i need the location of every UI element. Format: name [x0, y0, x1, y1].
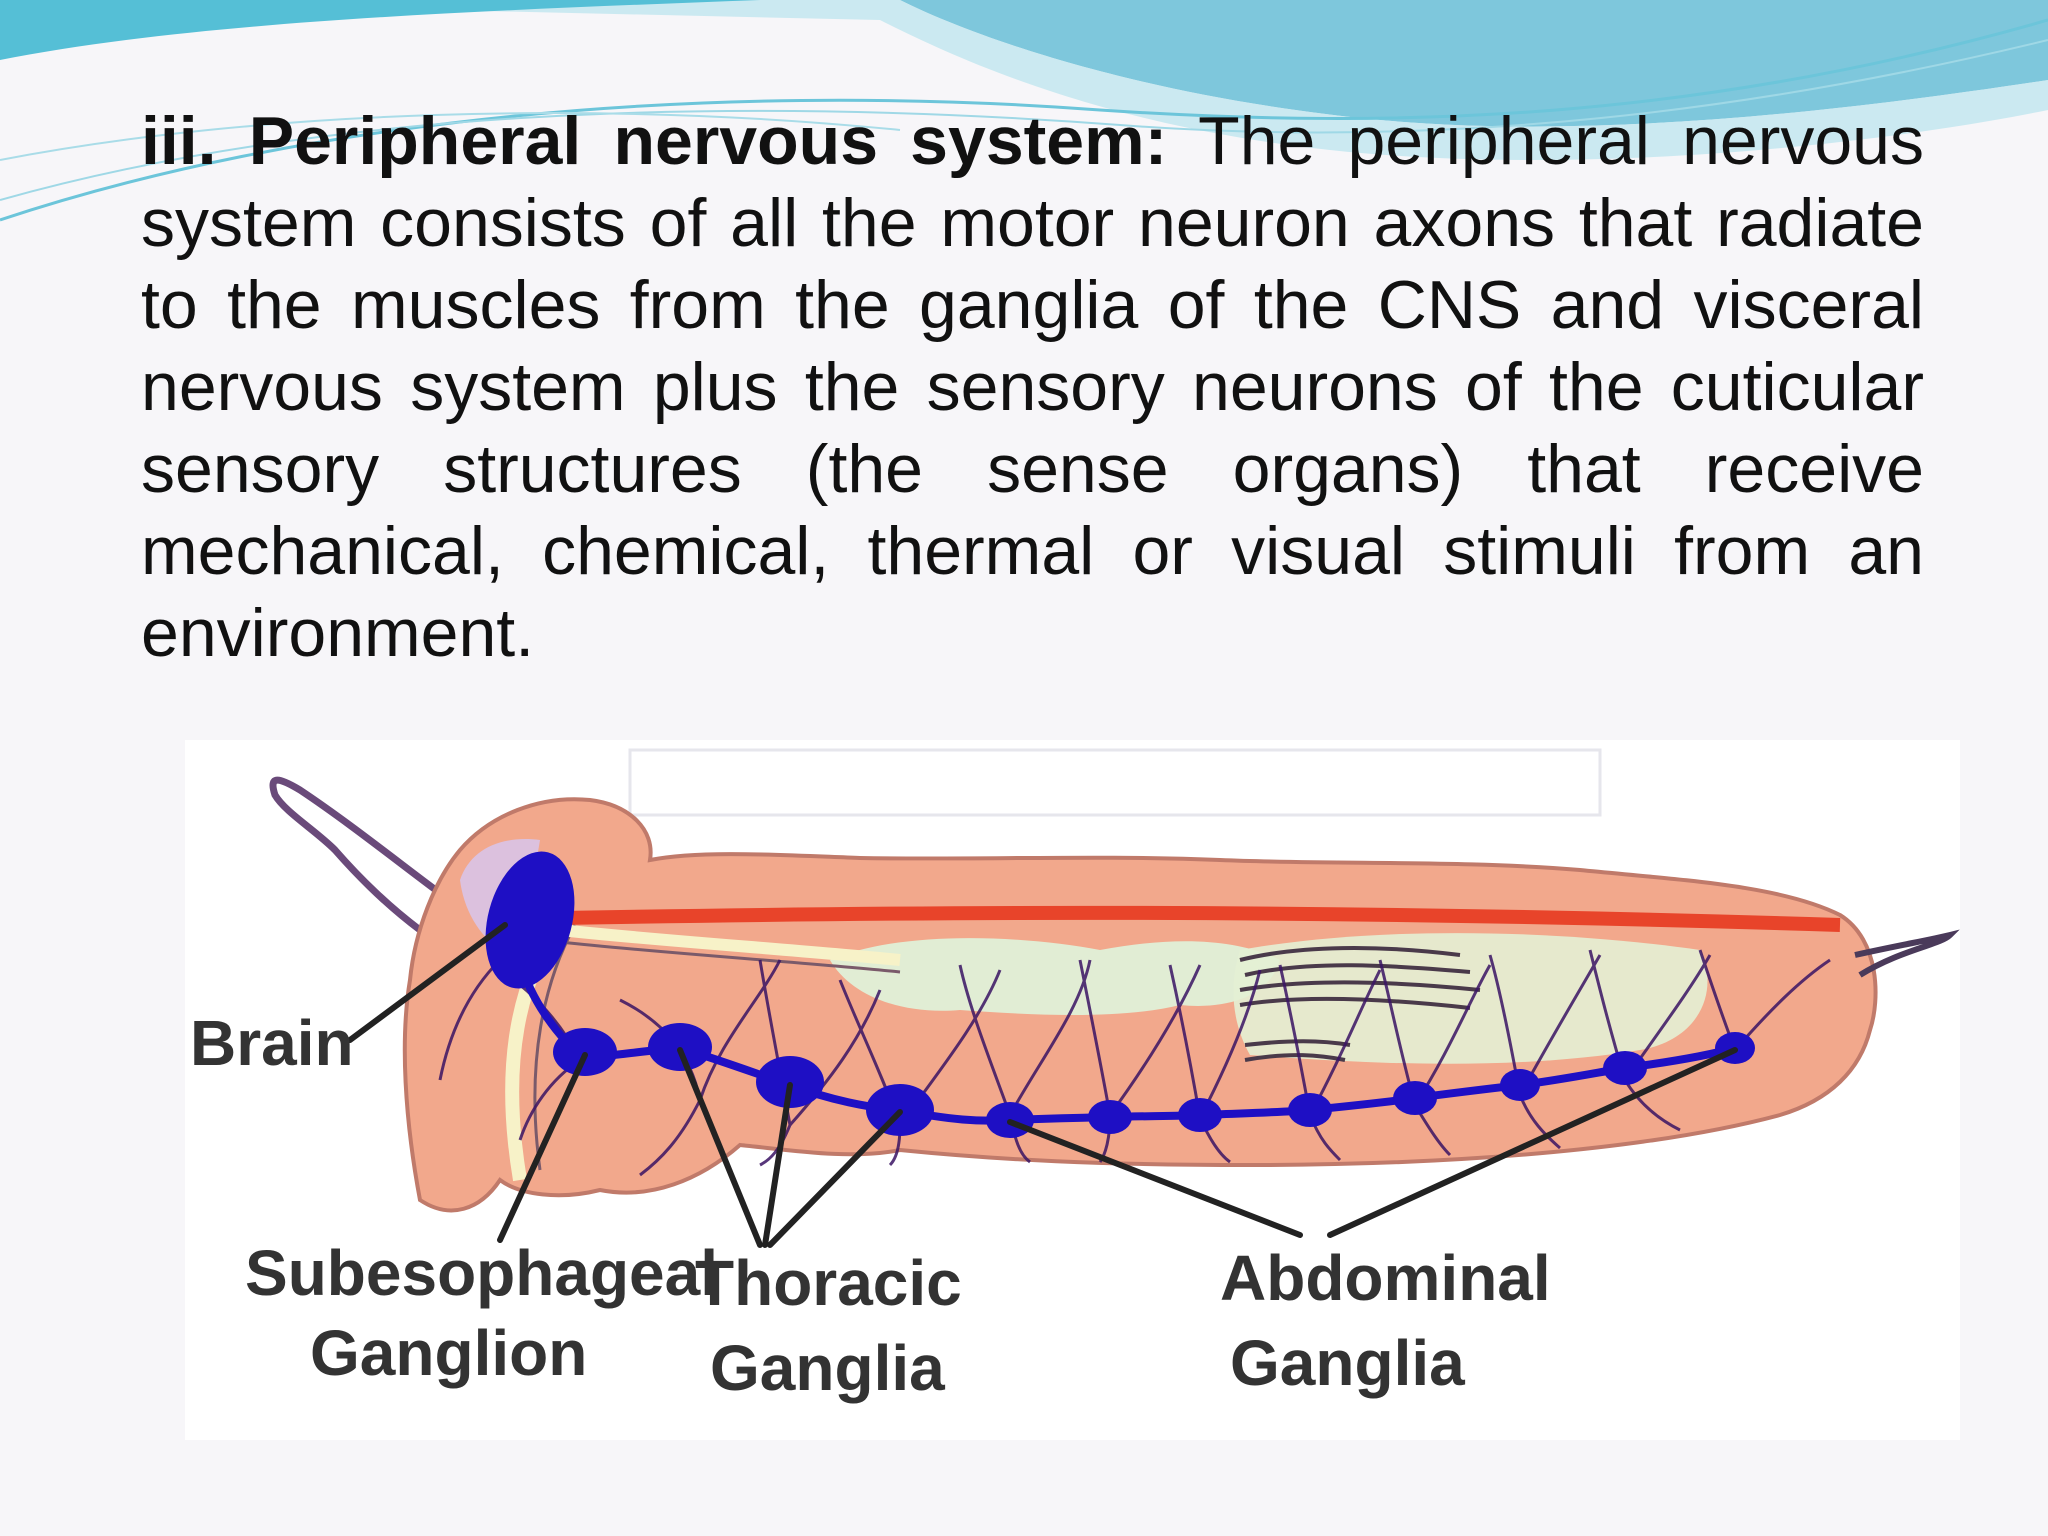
ganglia [485, 851, 1755, 1138]
label-subesophageal-line1: Subesophageal [245, 1237, 718, 1309]
label-thoracic-line2: Ganglia [710, 1332, 945, 1404]
abdominal-ganglion-6 [1500, 1069, 1540, 1101]
cercus [1854, 929, 1960, 978]
label-thoracic-line1: Thoracic [695, 1247, 962, 1319]
section-body: The peripheral nervous system consists o… [141, 103, 1924, 671]
label-abdominal-line1: Abdominal [1220, 1242, 1551, 1314]
dorsal-vessel [559, 905, 1841, 932]
label-subesophageal-line2: Ganglion [310, 1317, 587, 1389]
header-wave-decoration [0, 0, 2048, 222]
abdominal-ganglion-4 [1288, 1093, 1332, 1127]
brain-leader [347, 922, 508, 1043]
leader-lines [347, 922, 1738, 1248]
abdominal-ganglion-5 [1393, 1081, 1437, 1115]
thoracic-leader-2 [762, 1082, 793, 1248]
body-paragraph: iii. Peripheral nervous system: The peri… [141, 100, 1924, 674]
abdominal-ganglion-3 [1178, 1098, 1222, 1132]
thoracic-leader-3 [767, 1109, 903, 1248]
abdominal-ganglion-2 [1088, 1100, 1132, 1134]
brain-ganglion [485, 851, 575, 989]
label-abdominal-line2: Ganglia [1230, 1327, 1465, 1399]
antenna [269, 776, 473, 933]
abdominal-leader-1 [1007, 1119, 1303, 1238]
diagram-top-bar [628, 748, 1602, 817]
label-brain: Brain [190, 1007, 354, 1079]
thoracic-leader-1 [677, 1047, 763, 1248]
subesophageal-ganglion [553, 1028, 617, 1076]
thoracic-ganglion-2 [756, 1056, 824, 1108]
malpighian-tubules [1239, 946, 1481, 1062]
abdominal-ganglion-7 [1603, 1051, 1647, 1085]
section-heading: iii. Peripheral nervous system: [141, 103, 1168, 179]
gut [830, 938, 1280, 1015]
abdominal-leader-2 [1327, 1047, 1738, 1238]
subesophageal-leader [497, 1052, 588, 1243]
